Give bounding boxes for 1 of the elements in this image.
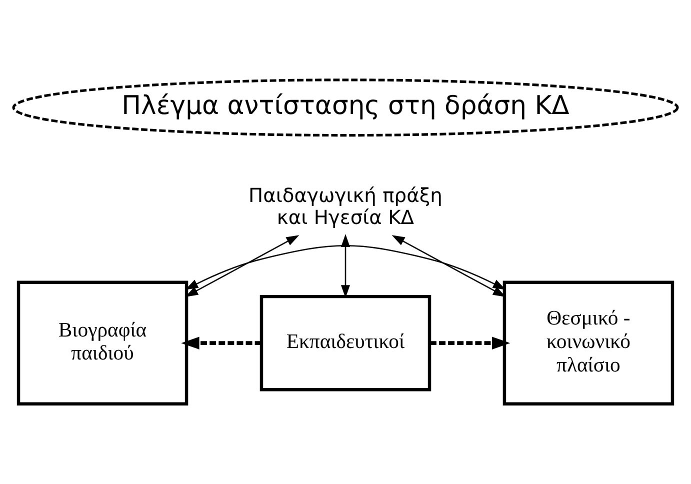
node-text: Παιδαγωγική πράξη και Ηγεσία ΚΔ [248,184,442,230]
